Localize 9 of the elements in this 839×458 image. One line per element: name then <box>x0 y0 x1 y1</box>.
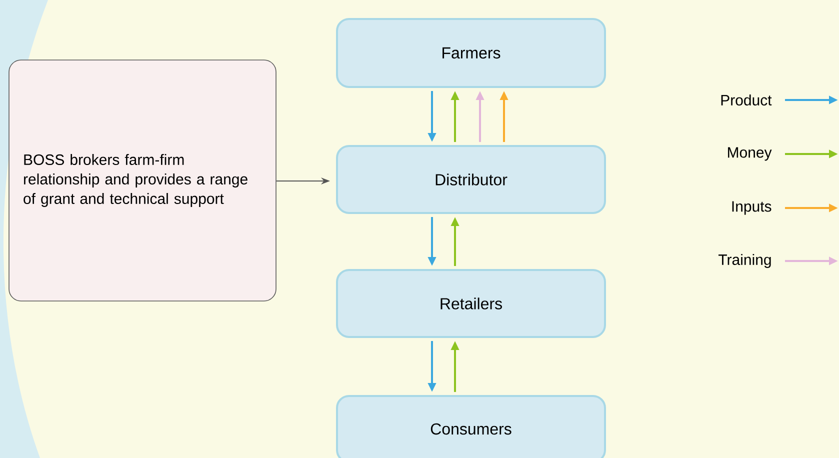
legend-label: Product <box>721 94 772 106</box>
legend-label: Money <box>728 147 772 161</box>
process-box: Distributor <box>336 145 606 214</box>
note-box: BOSS brokers farm-firm relationship and provides a range of grant and technical support <box>8 60 276 302</box>
process-box: Consumers <box>336 394 606 458</box>
process-box: Retailers <box>336 268 606 338</box>
legend-label: Training <box>718 254 771 268</box>
legend-label: Inputs <box>732 201 772 215</box>
process-box: Farmers <box>336 18 606 88</box>
